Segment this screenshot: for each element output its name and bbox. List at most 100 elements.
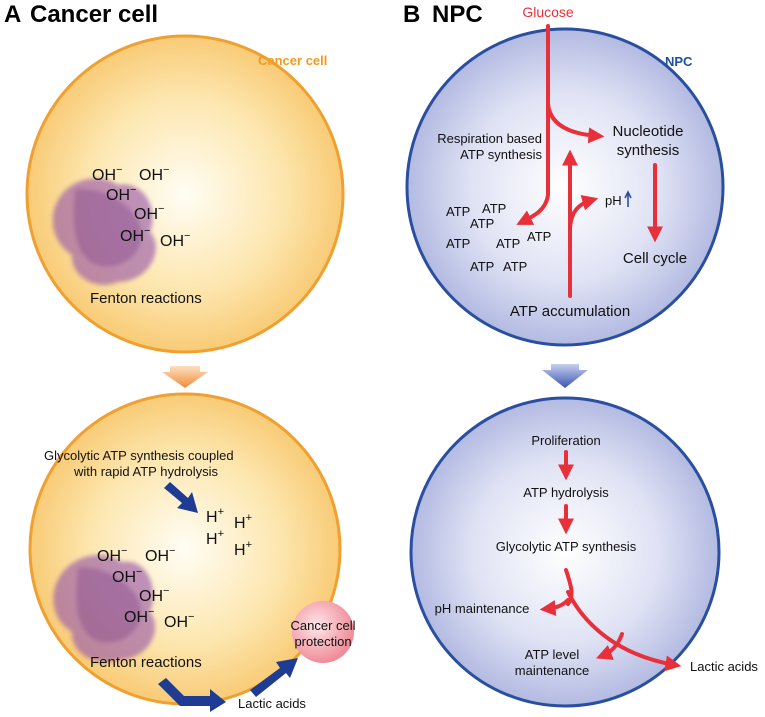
atp-token: ATP [470,216,494,231]
protection-text-line1: Cancer cell [290,618,355,633]
oh-ion: OH [97,548,121,565]
svg-text:OH−: OH− [112,566,142,586]
svg-text:H+: H+ [206,528,224,548]
atp-level-text-line2: maintenance [515,663,589,678]
oh-ion: OH [134,206,158,223]
ph-up-arrow-icon [624,190,632,207]
atp-level-text-line1: ATP level [525,647,580,662]
svg-text:OH−: OH− [120,225,150,245]
ph-label: pH [605,193,622,208]
oh-ion: OH [160,233,184,250]
atp-token: ATP [470,259,494,274]
proliferation-label: Proliferation [531,433,600,448]
fenton-blob-top [52,178,156,285]
arrow-to-atp-level [596,632,624,660]
panel-b-title: NPC [432,1,483,28]
panel-b-letter: B [403,1,420,28]
atp-token: ATP [527,229,551,244]
svg-text:OH−: OH− [139,164,169,184]
panel-a-letter: A [4,1,21,28]
oh-ion: OH [164,614,188,631]
oh-ions-top: OH− OH− OH− OH− OH− OH− [92,164,190,250]
oh-ion: OH [120,228,144,245]
h-ion: H [234,515,246,532]
h-ions: H+ H+ H+ H+ [206,506,252,559]
h-ion: H [206,509,218,526]
atp-hydrolysis-label: ATP hydrolysis [523,485,609,500]
npc-bottom-arrows [539,450,682,672]
atp-token: ATP [496,236,520,251]
panel-a: A Cancer cell Cancer cell OH− OH− OH− OH… [4,1,356,712]
npc-top: NPC Glucose Respiration based ATP synthe… [405,4,725,347]
oh-ion: OH [112,569,136,586]
protection-text-line2: protection [294,634,351,649]
atp-token: ATP [482,201,506,216]
lactic-acids-label-b: Lactic acids [690,659,758,674]
oh-ion: OH [124,609,148,626]
arrow-to-lactic-acids [566,590,682,672]
protection-circle [292,601,354,663]
atp-token: ATP [446,204,470,219]
cancer-cell-top: Cancer cell OH− OH− OH− OH− OH− OH− Fent… [25,34,345,354]
h-ion: H [206,531,218,548]
svg-text:OH−: OH− [92,164,122,184]
ph-indicator: pH [605,190,632,208]
lactic-acids-label-a: Lactic acids [238,696,306,711]
svg-text:OH−: OH− [106,184,136,204]
h-ion: H [234,542,246,559]
arrow-to-respiration-atp [516,102,550,225]
glycolytic-text-line2: with rapid ATP hydrolysis [73,464,219,479]
cancer-cell-label: Cancer cell [258,53,327,68]
atp-accumulation-label: ATP accumulation [510,303,630,320]
svg-text:OH−: OH− [160,230,190,250]
fenton-reactions-label-top: Fenton reactions [90,290,202,307]
fenton-blob-bottom [53,554,156,663]
atp-token: ATP [503,259,527,274]
svg-text:OH−: OH− [164,611,194,631]
svg-text:OH−: OH− [134,203,164,223]
atp-token: ATP [446,236,470,251]
svg-text:H+: H+ [234,539,252,559]
npc-top-circle [405,27,725,347]
orange-down-arrow [162,366,208,388]
respiration-text-line1: Respiration based [437,131,542,146]
cell-cycle-label: Cell cycle [623,250,687,267]
blue-arrow-to-lactic-acids [158,678,226,712]
arrow-to-ph-maintenance [539,598,570,617]
panel-a-title: Cancer cell [30,1,158,28]
oh-ion: OH [139,167,163,184]
protection-bubble: Cancer cell protection [290,601,356,663]
svg-text:OH−: OH− [139,585,169,605]
svg-text:OH−: OH− [97,545,127,565]
npc-label: NPC [665,54,693,69]
svg-text:H+: H+ [206,506,224,526]
svg-text:OH−: OH− [145,545,175,565]
blue-arrow-to-protection [250,658,298,697]
oh-ion: OH [145,548,169,565]
cancer-cell-bottom: Glycolytic ATP synthesis coupled with ra… [28,392,342,706]
nucleotide-text-line2: synthesis [617,142,680,159]
atp-cluster: ATP ATP ATP ATP ATP ATP ATP ATP [446,201,551,274]
glucose-label: Glucose [522,4,574,20]
panel-b: B NPC NPC Glucose Respiration based ATP … [403,1,758,708]
glycolytic-atp-synthesis-label: Glycolytic ATP synthesis [496,539,637,554]
nucleotide-text-line1: Nucleotide [613,123,684,140]
glycolytic-trunk [564,568,574,606]
oh-ions-bottom: OH− OH− OH− OH− OH− OH− [97,545,194,631]
oh-ion: OH [92,167,116,184]
oh-ion: OH [139,588,163,605]
ph-maintenance-label: pH maintenance [435,601,530,616]
npc-bottom: Proliferation ATP hydrolysis Glycolytic … [409,396,721,708]
svg-text:OH−: OH− [124,606,154,626]
respiration-text-line2: ATP synthesis [460,147,542,162]
arrow-to-ph [568,194,599,230]
oh-ion: OH [106,187,130,204]
npc-bottom-circle [409,396,721,708]
glucose-pathway-arrows [516,24,663,298]
svg-text:H+: H+ [234,512,252,532]
glycolytic-text-line1: Glycolytic ATP synthesis coupled [44,448,234,463]
blue-arrow-to-h-ions [164,482,198,513]
blue-down-arrow [542,364,588,388]
fenton-reactions-label-bottom: Fenton reactions [90,654,202,671]
